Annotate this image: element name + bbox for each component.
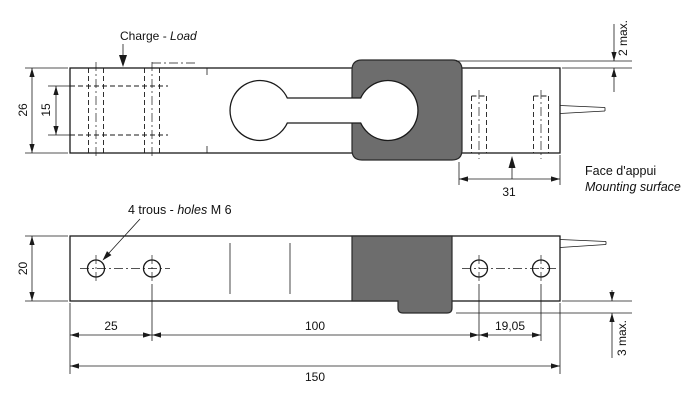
dim-inner-height: 15 xyxy=(39,85,70,136)
dim-31-label: 31 xyxy=(502,185,516,199)
holes-label-en: holes xyxy=(177,203,207,217)
dim-bottom-protrusion: 3 max. xyxy=(456,290,632,358)
load-callout: Charge - Load xyxy=(119,29,197,67)
dim-15-label: 15 xyxy=(39,103,53,117)
dim-100-label: 100 xyxy=(305,319,325,333)
dim-overall-length: 150 xyxy=(70,363,560,384)
holes-label-fr: 4 trous - xyxy=(128,203,177,217)
cable-exit-side xyxy=(559,105,606,114)
plan-view: 4 trous - holes M 6 20 xyxy=(16,203,632,384)
dim-chain: 25 100 19,05 xyxy=(69,284,561,374)
side-view: Charge - Load 26 15 xyxy=(16,20,681,199)
protective-boot-plan xyxy=(351,235,453,314)
relief-marks xyxy=(229,243,291,294)
dim-body-width: 20 xyxy=(16,235,68,302)
holes-label: 4 trous - holes M 6 xyxy=(128,203,232,217)
dim-150-label: 150 xyxy=(305,370,325,384)
load-label-en: Load xyxy=(170,29,197,43)
load-label: Charge - Load xyxy=(120,29,197,43)
dim-25-label: 25 xyxy=(104,319,118,333)
dim-20-label: 20 xyxy=(16,262,30,276)
dim-3max-label: 3 max. xyxy=(615,320,629,356)
holes-callout: 4 trous - holes M 6 xyxy=(102,203,232,261)
dim-mounting-length: 31 xyxy=(458,155,561,199)
cable-exit-plan xyxy=(559,239,607,248)
hole-centerlines-plan xyxy=(80,255,556,282)
dim-overall-height: 26 xyxy=(16,67,68,154)
mounting-surface-label-fr: Face d'appui xyxy=(585,164,656,178)
dim-2max-label: 2 max. xyxy=(616,20,630,56)
dumbbell-cutout xyxy=(229,79,419,142)
dim-1905-label: 19,05 xyxy=(495,319,525,333)
hidden-holes-right xyxy=(471,95,549,153)
dim-26-label: 26 xyxy=(16,103,30,117)
mounting-surface-arrow-icon xyxy=(508,156,516,168)
mounting-surface-callout: Face d'appui Mounting surface xyxy=(508,156,681,194)
hole-centerlines-side xyxy=(95,62,542,159)
load-arrow-icon xyxy=(119,55,127,67)
holes-label-size: M 6 xyxy=(207,203,231,217)
holes-leader-arrow-icon xyxy=(102,251,112,261)
mounting-surface-label-en: Mounting surface xyxy=(585,180,681,194)
dim-top-protrusion: 2 max. xyxy=(456,20,632,92)
load-label-fr: Charge - xyxy=(120,29,170,43)
